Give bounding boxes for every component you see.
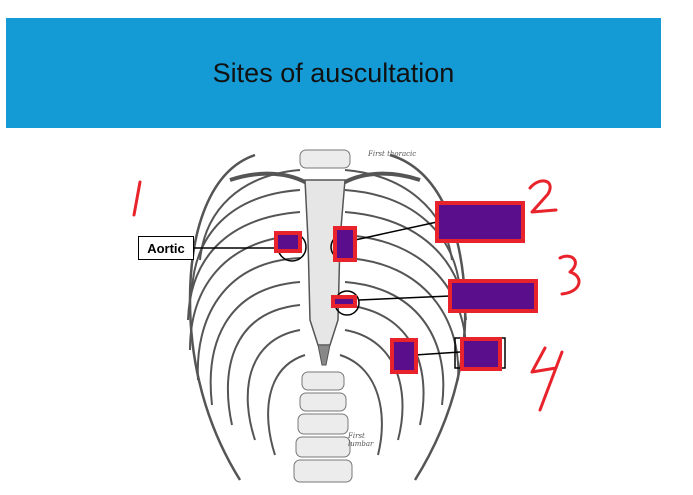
marker-pulmonic-label [435,201,525,243]
handwritten-4 [530,346,564,412]
handwritten-1 [132,180,142,217]
first-lumbar-label: First lumbar [348,432,374,448]
sternum-shape [304,179,346,346]
marker-mitral-label [460,337,502,371]
handwritten-2 [528,179,558,214]
slide-title: Sites of auscultation [212,57,455,88]
mitral-leader-line [414,351,461,356]
title-bar: Sites of auscultation [6,18,661,128]
redaction-markers [274,201,538,374]
tricuspid-leader-line [358,295,451,301]
spine-shape [293,149,353,483]
marker-aortic-site [274,231,302,253]
marker-pulmonic-site [333,226,357,262]
marker-tricuspid-label [448,279,538,313]
marker-mitral-site [390,338,418,374]
pulmonic-leader-line [354,221,438,241]
handwritten-3 [558,254,581,296]
rib-cage-illustration [187,153,467,481]
first-thoracic-label: First thoracic [368,150,417,158]
marker-tricuspid-site [331,295,357,308]
handwritten-numbers [132,179,581,412]
aortic-label: Aortic [138,236,194,260]
